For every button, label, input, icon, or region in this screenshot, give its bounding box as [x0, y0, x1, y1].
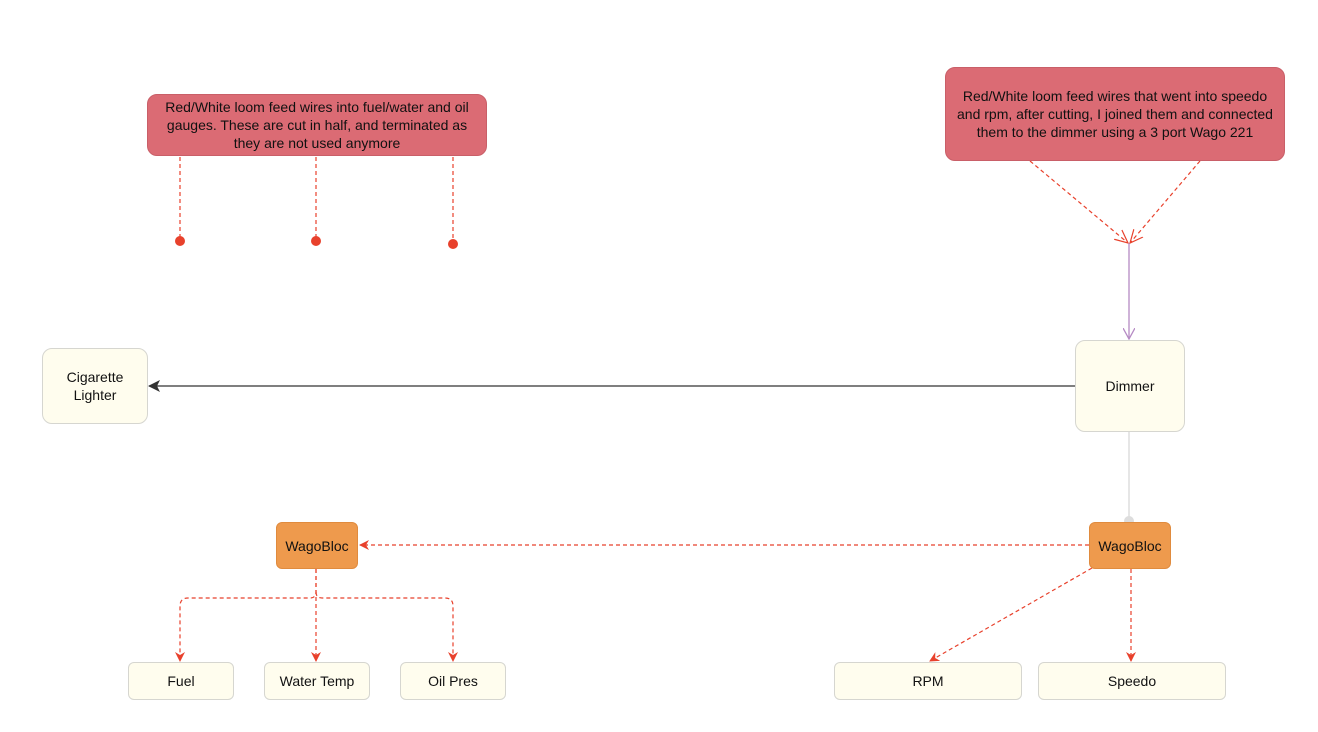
note-speedo-rpm-feeds-text: Red/White loom feed wires that went into… [957, 88, 1273, 140]
note-unused-gauge-feeds-text: Red/White loom feed wires into fuel/wate… [165, 99, 469, 151]
wire-end-dot [175, 236, 185, 246]
node-wagobloc-left[interactable]: WagoBloc [276, 522, 358, 569]
terminated-wires [179, 157, 454, 240]
node-fuel[interactable]: Fuel [128, 662, 234, 700]
edges-wago-to-gauges [175, 569, 458, 662]
node-cigarette-lighter-label: Cigarette Lighter [66, 369, 124, 403]
note-unused-gauge-feeds[interactable]: Red/White loom feed wires into fuel/wate… [147, 94, 487, 156]
node-cigarette-lighter[interactable]: Cigarette Lighter [42, 348, 148, 424]
node-dimmer-label: Dimmer [1105, 378, 1155, 394]
node-wagobloc-left-label: WagoBloc [285, 537, 349, 554]
feed-wires-to-junction [1029, 160, 1201, 243]
node-rpm[interactable]: RPM [834, 662, 1022, 700]
node-fuel-label: Fuel [167, 673, 195, 689]
node-water-temp[interactable]: Water Temp [264, 662, 370, 700]
node-wagobloc-right-label: WagoBloc [1098, 537, 1162, 554]
node-speedo[interactable]: Speedo [1038, 662, 1226, 700]
node-dimmer[interactable]: Dimmer [1075, 340, 1185, 432]
node-oil-pres[interactable]: Oil Pres [400, 662, 506, 700]
note-speedo-rpm-feeds[interactable]: Red/White loom feed wires that went into… [945, 67, 1285, 161]
node-wagobloc-right[interactable]: WagoBloc [1089, 522, 1171, 569]
wire-end-dot [311, 236, 321, 246]
node-speedo-label: Speedo [1107, 673, 1157, 689]
node-water-temp-label: Water Temp [279, 673, 355, 689]
wire-end-dot [448, 239, 458, 249]
node-oil-pres-label: Oil Pres [428, 673, 478, 689]
node-rpm-label: RPM [912, 673, 944, 689]
edge-wago-to-rpm [929, 567, 1093, 662]
